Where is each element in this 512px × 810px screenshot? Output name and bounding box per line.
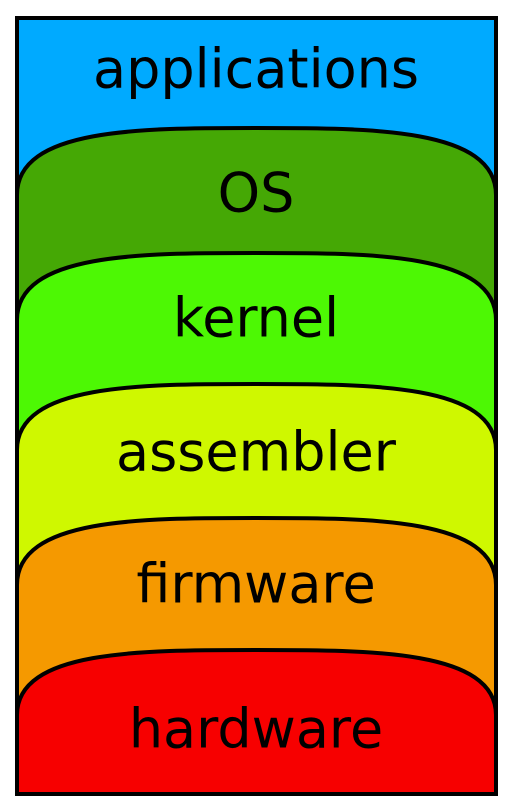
layer-label-applications: applications bbox=[93, 38, 419, 101]
layer-shape-hardware bbox=[15, 648, 498, 796]
layer-label-assembler: assembler bbox=[116, 421, 397, 484]
layer-label-os: OS bbox=[218, 162, 295, 225]
layer-label-kernel: kernel bbox=[173, 287, 339, 350]
layer-label-firmware: firmware bbox=[136, 553, 375, 616]
stack-frame bbox=[15, 16, 498, 796]
layer-label-hardware: hardware bbox=[129, 698, 383, 761]
